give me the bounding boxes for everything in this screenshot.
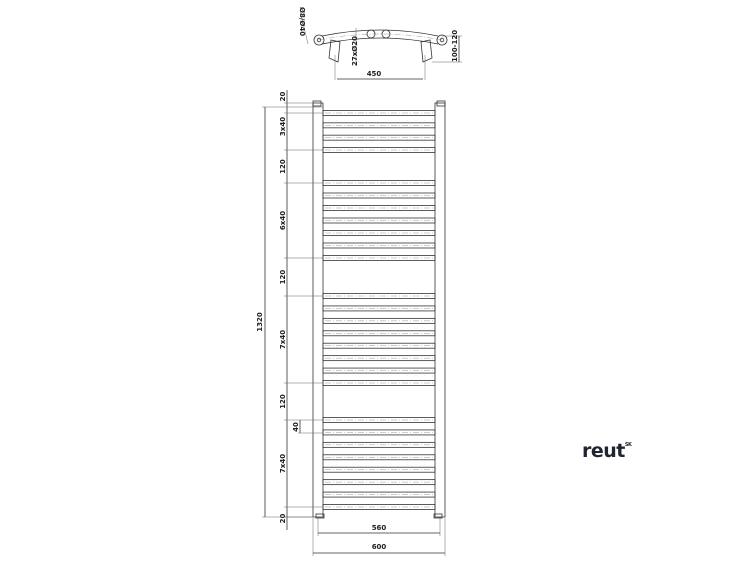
dim-label: 3x40 <box>279 117 287 136</box>
bar <box>322 192 436 199</box>
bar <box>322 134 436 141</box>
bar <box>322 429 436 436</box>
dim-label: 20 <box>279 92 287 102</box>
left-upright <box>312 102 324 518</box>
bar <box>322 491 436 498</box>
right-bracket <box>420 39 433 63</box>
bar <box>322 466 436 473</box>
top-rail-outline-lower <box>321 37 439 45</box>
right-end-hole <box>439 37 445 43</box>
top-view: 450 27xØ20 100-120 Ø8/Ø40 <box>298 7 462 80</box>
bar <box>322 504 436 510</box>
top-right-cap <box>436 100 446 107</box>
dim-40-label: 40 <box>292 422 300 432</box>
dim-600-label: 600 <box>372 543 387 551</box>
left-bracket <box>328 39 341 63</box>
bottom-left-valve <box>315 513 325 519</box>
front-view: 20 3x40 120 6x40 120 7x40 120 7x40 20 40 1320 560… <box>256 90 446 556</box>
bar <box>322 230 436 236</box>
dim-label: 20 <box>279 514 287 524</box>
dim-label: 7x40 <box>279 454 287 473</box>
bar <box>322 242 436 249</box>
bar <box>322 417 436 423</box>
logo-superscript: SK <box>624 442 632 448</box>
bar <box>322 441 436 448</box>
bar <box>322 122 436 129</box>
tube-label: 27xØ20 <box>351 36 359 66</box>
left-end-hole <box>316 37 322 43</box>
dim-label: 7x40 <box>279 330 287 349</box>
logo-text: reut <box>582 440 625 462</box>
bottom-right-valve <box>433 513 443 519</box>
dim-450-label: 450 <box>367 70 382 78</box>
dim-label: 120 <box>279 159 287 174</box>
bar <box>322 479 436 486</box>
bar <box>322 110 436 116</box>
dim-label: 6x40 <box>279 211 287 230</box>
reut-logo: reutSK <box>582 440 632 462</box>
right-end-cap <box>436 34 448 46</box>
bar <box>322 342 436 349</box>
bar <box>322 355 436 362</box>
right-upright <box>434 102 446 518</box>
top-left-cap <box>312 100 322 107</box>
dim-560-label: 560 <box>372 524 387 532</box>
bar <box>322 147 436 153</box>
tube-circle-left <box>366 29 376 39</box>
bar <box>322 180 436 186</box>
bar <box>322 255 436 261</box>
bar <box>322 380 436 386</box>
wall-distance-label: 100-120 <box>451 30 459 62</box>
bar <box>322 305 436 312</box>
bars <box>322 110 436 510</box>
bar <box>322 293 436 299</box>
bar <box>322 454 436 461</box>
dim-1320-label: 1320 <box>256 312 264 332</box>
top-rail-centerline <box>317 33 443 41</box>
dim-label: 120 <box>279 394 287 409</box>
left-dimensions: 20 3x40 120 6x40 120 7x40 120 7x40 20 40 <box>279 90 323 530</box>
tube-circle-right <box>381 29 391 39</box>
bar <box>322 330 436 337</box>
bar <box>322 367 436 374</box>
left-end-cap <box>313 34 325 46</box>
pipe-label: Ø8/Ø40 <box>298 7 306 36</box>
dim-label: 120 <box>279 270 287 285</box>
bar <box>322 205 436 211</box>
bar <box>322 217 436 224</box>
bar <box>322 317 436 324</box>
top-rail-outline <box>321 29 439 37</box>
